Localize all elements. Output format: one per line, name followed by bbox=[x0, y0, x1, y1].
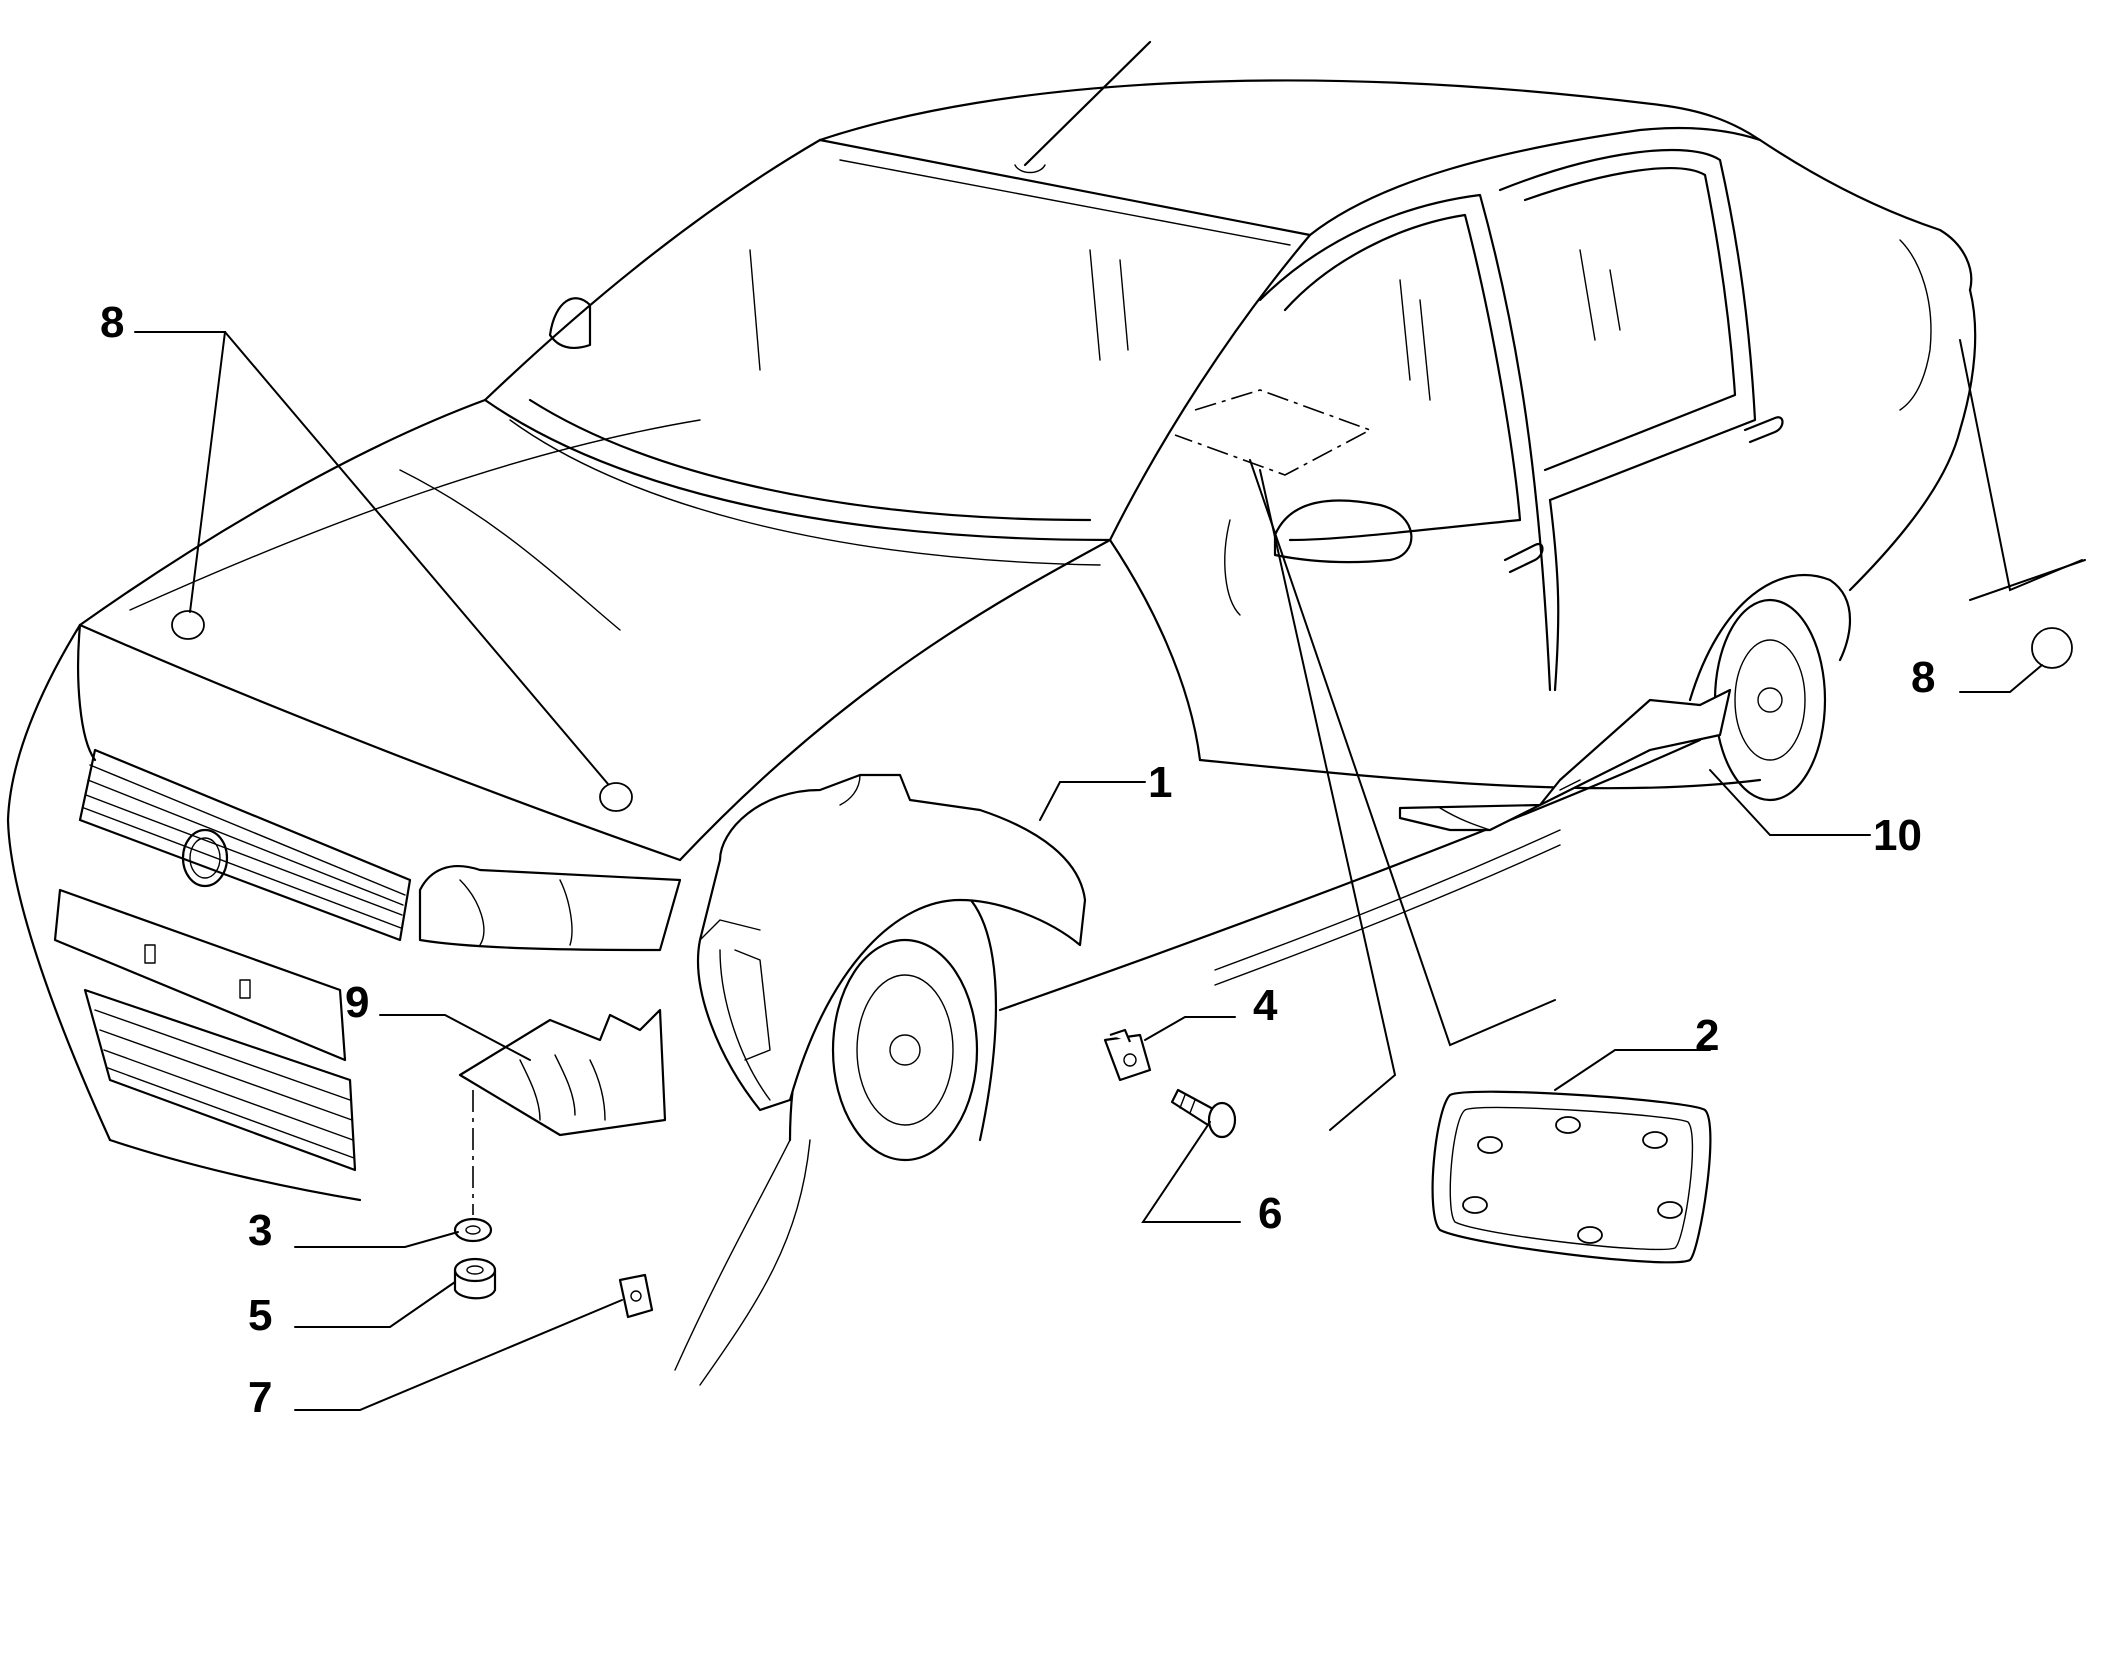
label-2: 2 bbox=[1695, 1011, 1719, 1060]
part-8-plugs bbox=[171, 610, 2073, 812]
part-9-under-shield bbox=[458, 1008, 667, 1215]
part-7-clip bbox=[618, 1273, 654, 1319]
label-10: 10 bbox=[1873, 811, 1922, 860]
part-3-washer bbox=[453, 1217, 493, 1243]
label-3: 3 bbox=[248, 1206, 272, 1255]
part-2-floor-cover bbox=[1431, 1090, 1712, 1264]
label-1: 1 bbox=[1148, 758, 1172, 807]
label-8-front: 8 bbox=[100, 298, 124, 347]
callout-labels: 8 8 1 9 4 2 10 3 5 6 7 bbox=[100, 298, 1935, 1422]
label-8-rear: 8 bbox=[1911, 653, 1935, 702]
label-9: 9 bbox=[345, 978, 369, 1027]
label-4: 4 bbox=[1253, 981, 1278, 1030]
part-4-retainer bbox=[1103, 1028, 1152, 1082]
label-6: 6 bbox=[1258, 1189, 1282, 1238]
cover-location-outline bbox=[1174, 389, 1372, 476]
label-7: 7 bbox=[248, 1373, 272, 1422]
part-6-screw bbox=[1170, 1088, 1237, 1139]
part-5-nut bbox=[453, 1257, 497, 1300]
part-1-wheel-arch-liner bbox=[696, 773, 1087, 1112]
leader-lines bbox=[134, 331, 2086, 1411]
part-10-side-skirt bbox=[1398, 688, 1732, 832]
label-5: 5 bbox=[248, 1291, 272, 1340]
car-body-outline bbox=[6, 40, 1977, 1386]
